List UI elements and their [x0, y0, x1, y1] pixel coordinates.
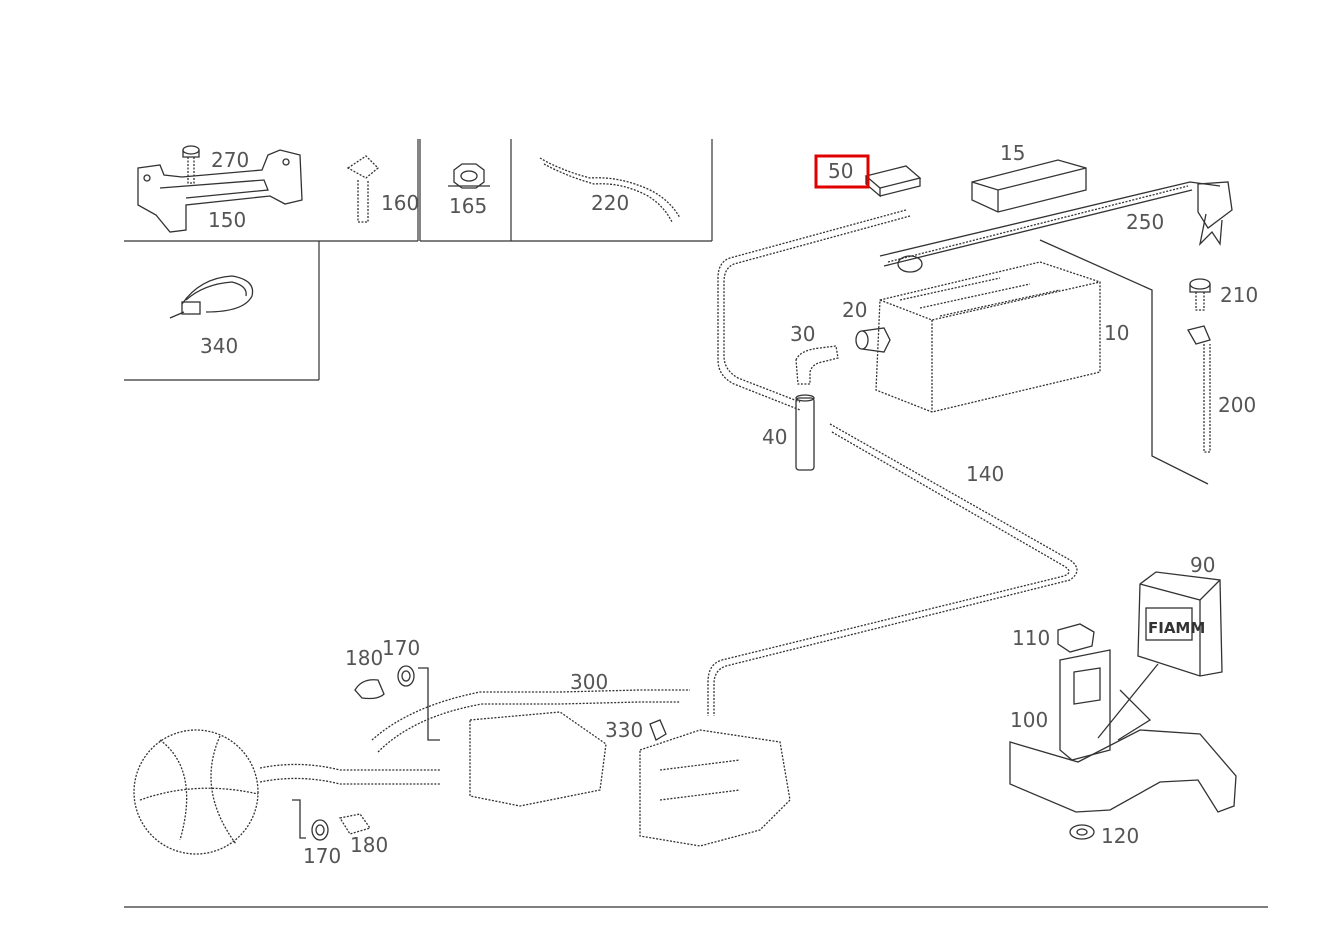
ground-strap-200	[1187, 325, 1211, 453]
elbow-30	[795, 345, 839, 385]
highlight-box-50	[814, 154, 870, 189]
callout-270[interactable]: 270	[211, 148, 249, 172]
callout-300[interactable]: 300	[570, 670, 608, 694]
hose-140	[707, 423, 1078, 716]
bolt-270	[182, 145, 200, 184]
cable-250	[879, 181, 1233, 273]
vent-hose	[717, 209, 911, 411]
cable-220	[539, 157, 681, 223]
ground-leader	[1039, 239, 1209, 485]
tray-100	[1009, 649, 1237, 813]
callout-150[interactable]: 150	[208, 208, 246, 232]
callout-210[interactable]: 210	[1220, 283, 1258, 307]
terminal-cover-50	[864, 165, 922, 198]
nut-165	[448, 163, 490, 189]
callout-20[interactable]: 20	[842, 298, 867, 322]
callout-200[interactable]: 200	[1218, 393, 1256, 417]
plug-20	[855, 327, 891, 353]
battery-10	[875, 261, 1101, 413]
callout-10[interactable]: 10	[1104, 321, 1129, 345]
aux-battery-90: FIAMM	[1137, 571, 1223, 677]
callout-40[interactable]: 40	[762, 425, 787, 449]
callout-160[interactable]: 160	[381, 191, 419, 215]
callout-180-lower[interactable]: 180	[350, 833, 388, 857]
tube-40	[795, 394, 815, 471]
callout-50[interactable]: 50	[828, 159, 853, 183]
callout-90[interactable]: 90	[1190, 553, 1215, 577]
callout-165[interactable]: 165	[449, 194, 487, 218]
battery-brand-label: FIAMM	[1148, 619, 1205, 637]
callout-30[interactable]: 30	[790, 322, 815, 346]
callout-220[interactable]: 220	[591, 191, 629, 215]
callout-120[interactable]: 120	[1101, 824, 1139, 848]
callout-100[interactable]: 100	[1010, 708, 1048, 732]
callout-170-upper[interactable]: 170	[382, 636, 420, 660]
cable-tie-340	[169, 275, 254, 319]
callout-250[interactable]: 250	[1126, 210, 1164, 234]
callout-340[interactable]: 340	[200, 334, 238, 358]
bolt-210	[1189, 278, 1211, 311]
callout-140[interactable]: 140	[966, 462, 1004, 486]
bracket-150	[137, 149, 303, 233]
relay-110	[1057, 623, 1095, 653]
callout-15[interactable]: 15	[1000, 141, 1025, 165]
callout-170-lower[interactable]: 170	[303, 844, 341, 868]
inset-frames	[124, 139, 713, 381]
callout-labels: 270 150 160 165 220 340 50 15 250 210 20…	[200, 141, 1258, 868]
callout-180-upper[interactable]: 180	[345, 646, 383, 670]
callout-110[interactable]: 110	[1012, 626, 1050, 650]
bottom-assembly	[133, 665, 791, 855]
callout-330[interactable]: 330	[605, 718, 643, 742]
grommet-120	[1069, 824, 1095, 840]
clip-160	[346, 155, 379, 223]
fuse-box-15	[971, 159, 1087, 213]
